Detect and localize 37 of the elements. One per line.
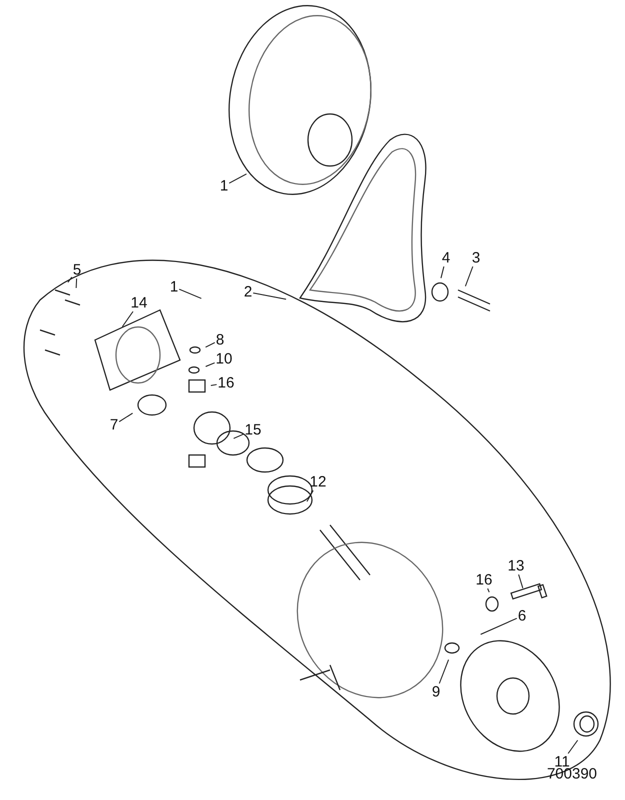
leader-line [210, 384, 218, 386]
leader-line [67, 276, 72, 283]
leader-line [122, 311, 134, 328]
leader-line [438, 659, 450, 684]
leader-line [205, 342, 216, 348]
callout-number: 7 [108, 416, 120, 434]
callout-number: 4 [440, 250, 452, 266]
callout-number: 2 [242, 284, 254, 300]
callout-number: 12 [308, 474, 328, 490]
leader-line [480, 618, 518, 635]
leader-line [205, 362, 216, 367]
leader-line [118, 412, 134, 422]
callout-number: 3 [470, 250, 482, 266]
callout-number: 16 [474, 572, 494, 588]
leader-line [464, 266, 474, 287]
callout-number: 9 [430, 684, 442, 700]
callout-number: 10 [214, 350, 234, 368]
leader-line [252, 292, 287, 300]
callout-number: 5 [72, 262, 82, 278]
callout-number: 6 [516, 608, 528, 624]
leader-line [233, 434, 244, 439]
leader-line [518, 574, 524, 589]
callout-number: 8 [214, 332, 226, 348]
part-number: 700390 [546, 766, 598, 782]
leader-line [440, 266, 444, 279]
callout-number: 1 [218, 178, 230, 194]
callout-number: 15 [244, 422, 262, 438]
callout-number: 14 [130, 294, 148, 312]
callout-number: 1 [168, 278, 180, 296]
leader-line [76, 278, 78, 288]
leader-line [568, 740, 578, 754]
leader-line [306, 490, 314, 502]
leader-line [228, 173, 247, 184]
callout-number: 16 [216, 374, 236, 392]
callout-number: 13 [506, 558, 526, 574]
leader-line [487, 588, 490, 593]
leader-line [178, 288, 202, 299]
